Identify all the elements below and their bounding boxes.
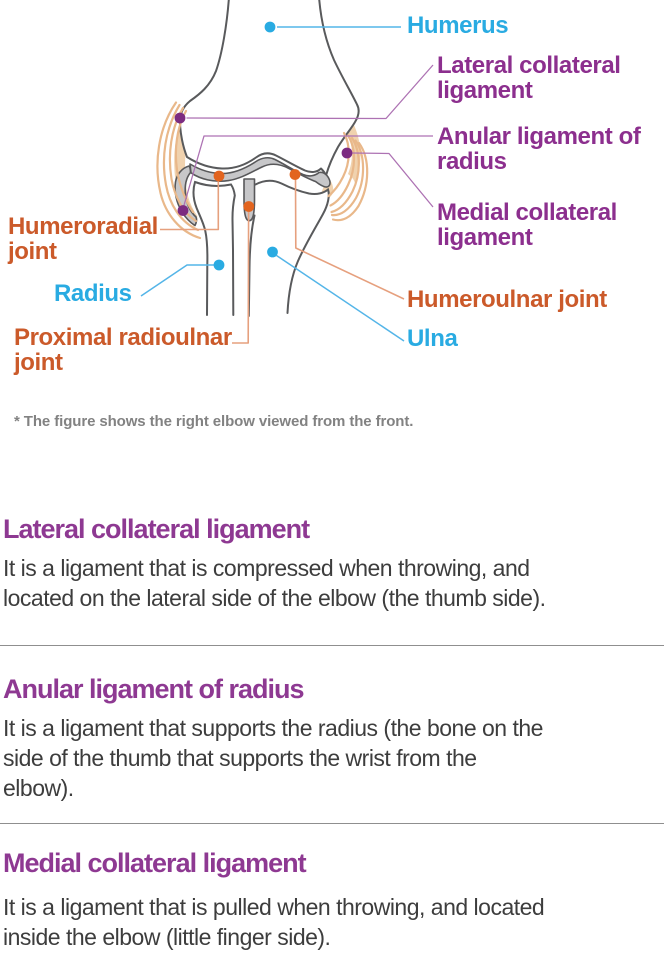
section-body-anular-ligament: It is a ligament that supports the radiu… xyxy=(3,715,543,801)
radius-label: Radius xyxy=(54,280,132,307)
humerus-marker-dot xyxy=(264,21,276,33)
radius-bone-fill xyxy=(193,182,235,315)
leader-lines xyxy=(140,26,434,344)
humeroradial-joint-label: Humeroradial joint xyxy=(8,213,158,265)
medial-ligament-marker-dot xyxy=(341,147,353,159)
figure-note: * The figure shows the right elbow viewe… xyxy=(14,413,414,430)
section-heading-anular-ligament: Anular ligament of radius xyxy=(3,674,305,704)
radius-bone-outline xyxy=(192,180,236,316)
medial-ligament-leader-line xyxy=(352,152,434,208)
humeroradial-leader-line xyxy=(160,181,220,231)
section-divider xyxy=(0,645,664,646)
lateral-ligament-leader-line xyxy=(186,64,434,120)
ulna-marker-dot xyxy=(267,246,278,258)
anular-ligament-leader-line xyxy=(182,135,433,208)
ligament-arcs xyxy=(156,101,369,240)
ulna-leader-line xyxy=(276,254,405,342)
humeroulnar-marker-dot xyxy=(289,169,301,180)
medial-collateral-ligament-label: Medial collateral ligament xyxy=(437,199,617,251)
lateral-ligament-marker-dot xyxy=(174,112,186,124)
humerus-label: Humerus xyxy=(407,12,509,39)
section-heading-medial-collateral-ligament: Medial collateral ligament xyxy=(3,848,307,878)
elbow-diagram xyxy=(140,0,434,344)
radius-marker-dot xyxy=(213,259,225,271)
ulna-label: Ulna xyxy=(407,325,458,352)
ulna-bone-fill xyxy=(249,180,329,316)
radius-leader-line xyxy=(140,264,214,297)
humeroulnar-leader-line xyxy=(294,178,405,300)
section-body-medial-collateral-ligament: It is a ligament that is pulled when thr… xyxy=(3,894,545,950)
anular-ligament-marker-dot xyxy=(177,205,189,216)
ulna-top-right-outline xyxy=(254,179,330,314)
humeroradial-marker-dot xyxy=(213,170,225,182)
ulna-left-outline xyxy=(247,214,256,317)
anular-ligament-label: Anular ligament of radius xyxy=(437,123,641,175)
section-body-lateral-collateral-ligament: It is a ligament that is compressed when… xyxy=(3,555,546,611)
section-divider xyxy=(0,823,664,824)
marker-dots xyxy=(174,21,353,271)
proximal-radioulnar-leader-line xyxy=(232,211,250,344)
section-heading-lateral-collateral-ligament: Lateral collateral ligament xyxy=(3,514,310,544)
humeroulnar-joint-label: Humeroulnar joint xyxy=(407,286,607,313)
lateral-collateral-ligament-label: Lateral collateral ligament xyxy=(437,52,621,104)
proximal-radioulnar-marker-dot xyxy=(243,201,255,212)
proximal-radioulnar-joint-label: Proximal radioulnar joint xyxy=(14,324,232,376)
